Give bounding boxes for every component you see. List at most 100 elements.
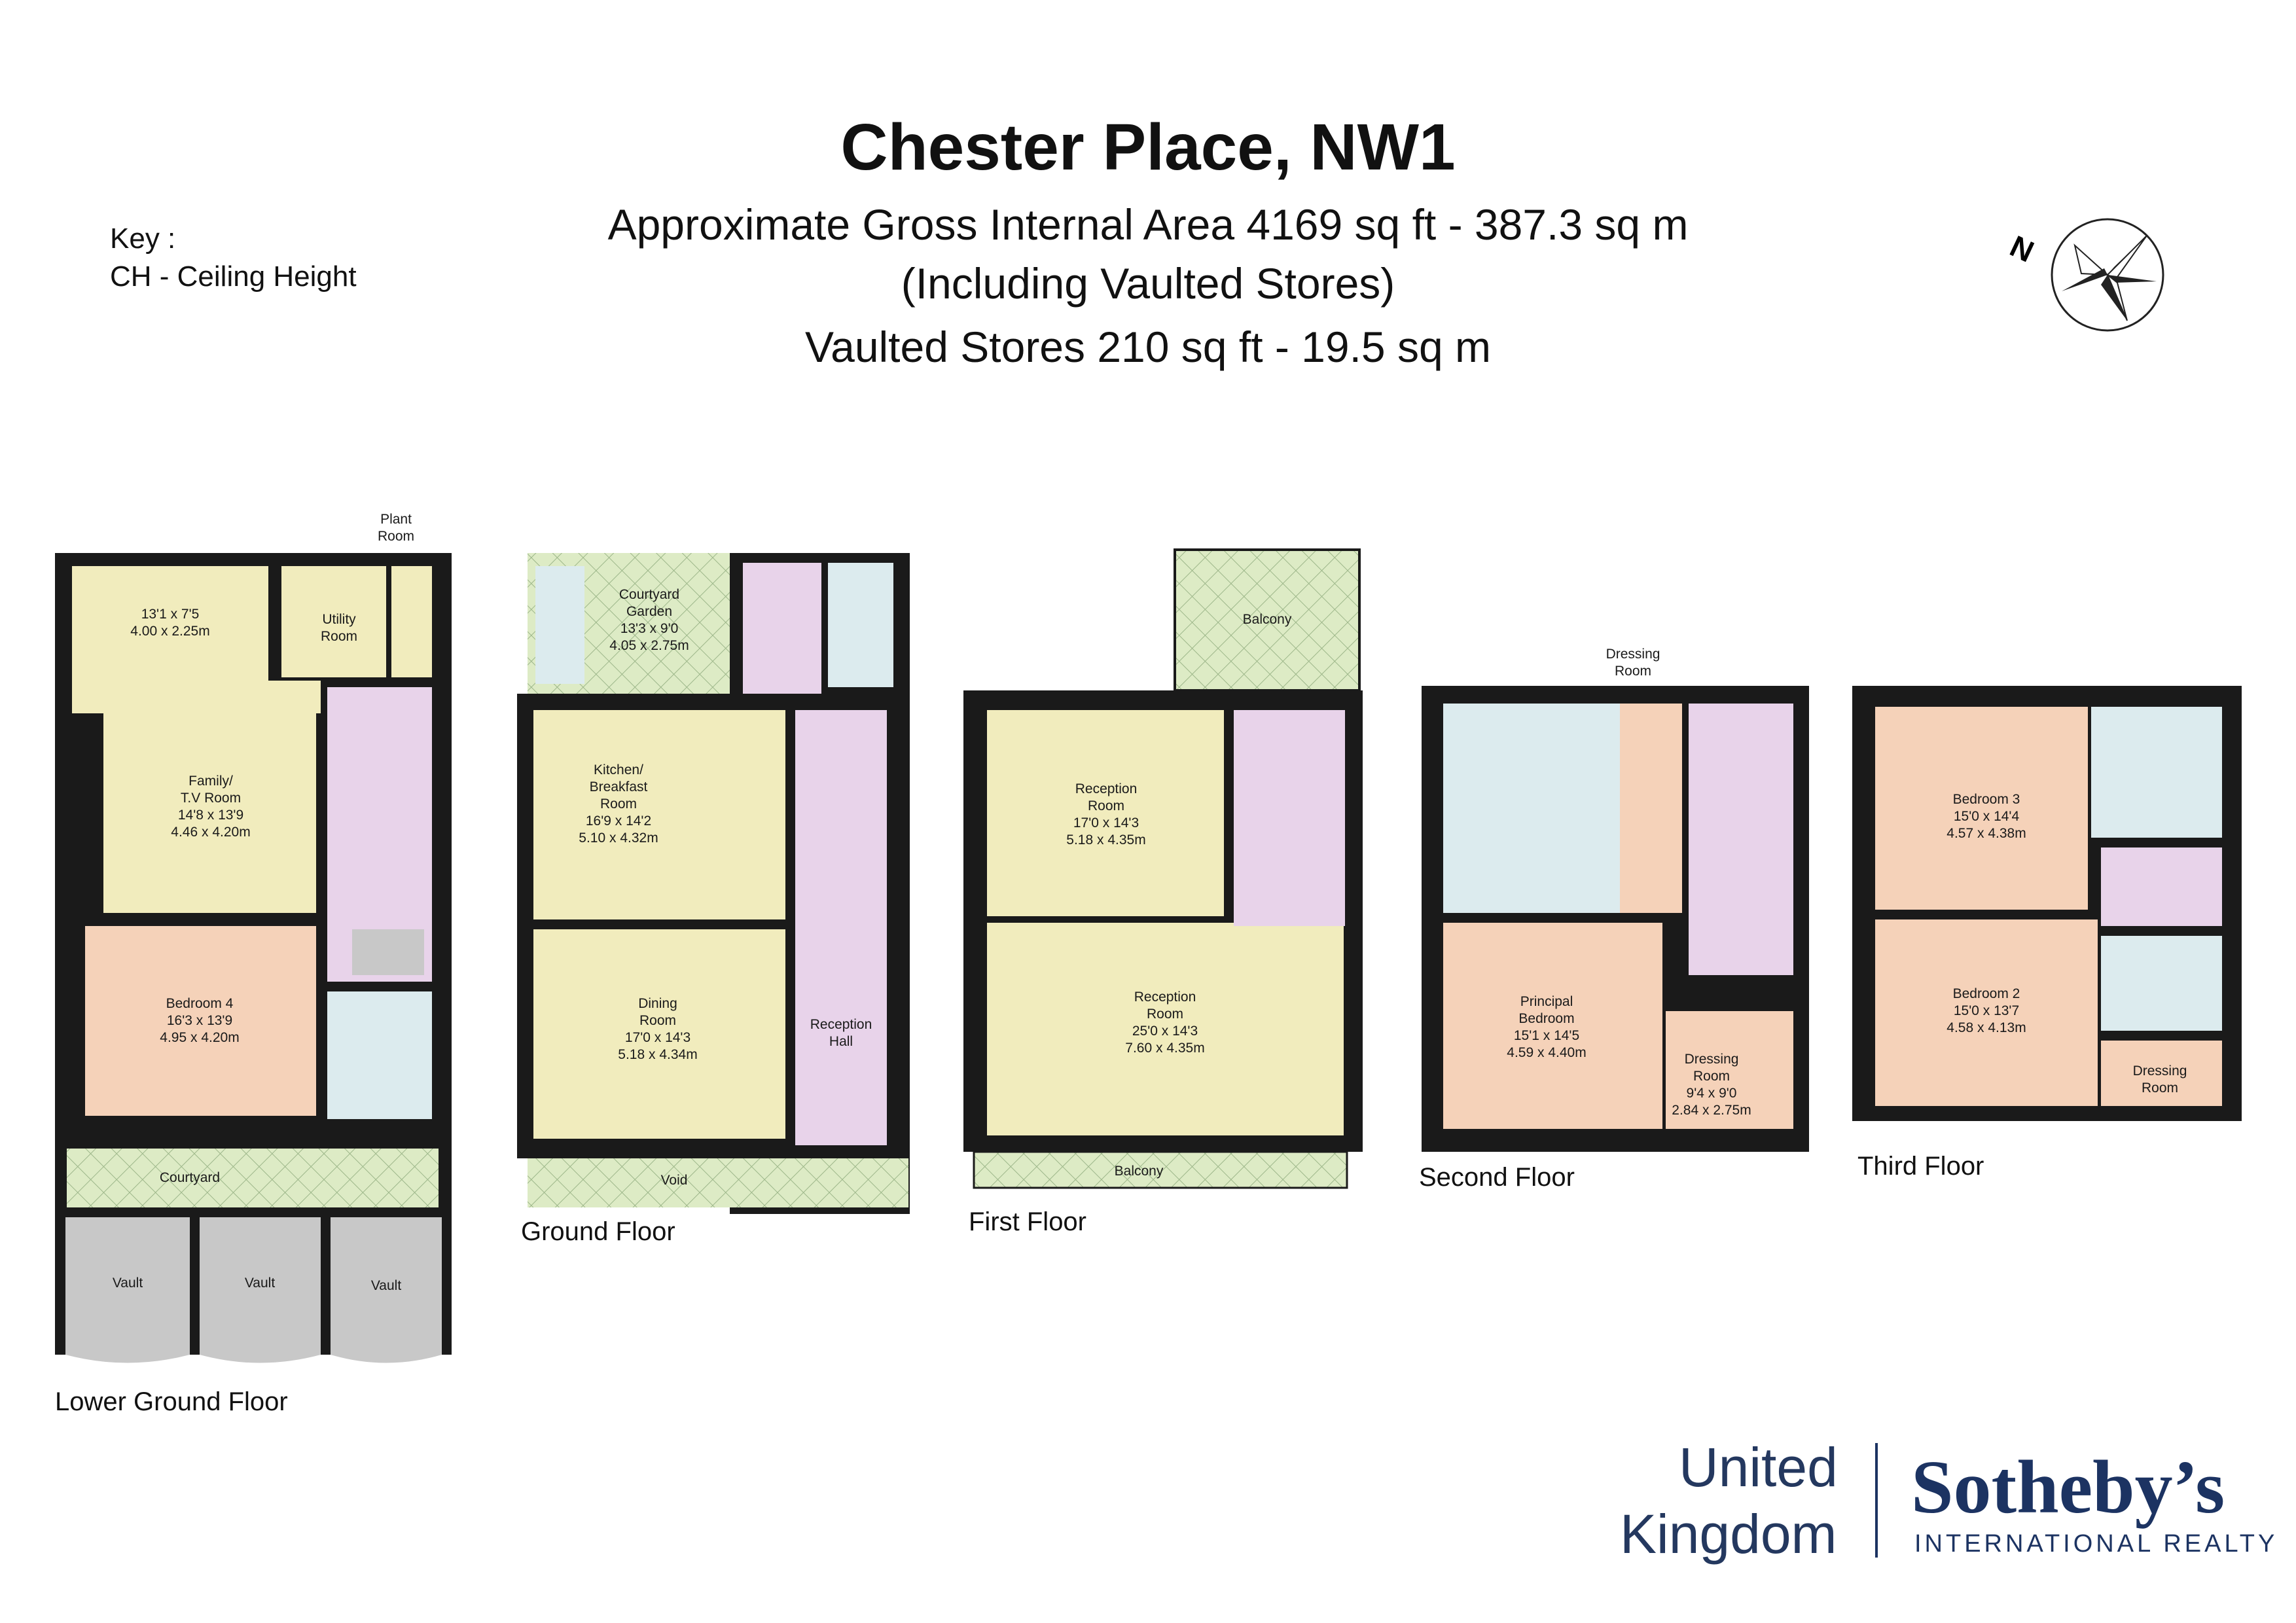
lg-room-top-dim-2: 4.00 x 2.25m: [130, 624, 209, 639]
sf-dressing-top: [1620, 704, 1682, 913]
compass-rose-icon: N: [1996, 209, 2179, 340]
ff-reception2-label-2: Room: [1147, 1007, 1183, 1022]
lg-room-top-dim-1: 13'1 x 7'5: [141, 607, 200, 622]
tf-bedroom3-label-3: 4.57 x 4.38m: [1946, 826, 2026, 841]
ff-stair-hall: [1234, 710, 1345, 926]
ff-balcony-front-label: Balcony: [1115, 1164, 1164, 1179]
lg-vault-label-2: Vault: [245, 1275, 275, 1291]
sf-floor-label: Second Floor: [1419, 1163, 1575, 1192]
sf-dressing-label-1: Dressing: [1685, 1052, 1739, 1067]
gf-dining-label-4: 5.18 x 4.34m: [618, 1047, 697, 1062]
tf-bedroom2-label-2: 15'0 x 13'7: [1954, 1003, 2019, 1018]
gf-kitchen-label-3: Room: [600, 796, 637, 812]
tf-floor-label: Third Floor: [1857, 1152, 1984, 1181]
lg-plant-room-label-2: Room: [378, 529, 414, 544]
gf-garden-label-1: Courtyard: [619, 587, 679, 602]
sf-principal-bedroom: [1443, 923, 1662, 1129]
lg-courtyard: [67, 1149, 439, 1207]
ff-reception2-label-4: 7.60 x 4.35m: [1125, 1041, 1204, 1056]
vaulted-line: Vaulted Stores 210 sq ft - 19.5 sq m: [804, 323, 1491, 371]
lg-family-room: [103, 713, 316, 913]
sf-bathroom: [1443, 704, 1620, 913]
lg-floor-label: Lower Ground Floor: [55, 1387, 288, 1416]
tf-stair-hall: [2101, 847, 2222, 926]
lg-utility-room: [281, 566, 386, 677]
tf-shower-room: [2101, 936, 2222, 1031]
lg-utility-label-1: Utility: [322, 612, 356, 627]
sf-stair-hall: [1689, 704, 1793, 975]
ground-floor-plan: Courtyard Garden 13'3 x 9'0 4.05 x 2.75m…: [517, 553, 910, 1246]
lg-plant-room-label-1: Plant: [380, 512, 412, 527]
ff-reception2-label-3: 25'0 x 14'3: [1132, 1024, 1198, 1039]
ff-reception2-label-1: Reception: [1134, 990, 1196, 1005]
gf-kitchen-label-4: 16'9 x 14'2: [586, 813, 651, 829]
gf-garden-label-3: 13'3 x 9'0: [620, 621, 679, 636]
lg-vault-label-1: Vault: [113, 1275, 143, 1291]
brand-realty: INTERNATIONAL REALTY: [1914, 1530, 2278, 1558]
lg-family-label-3: 14'8 x 13'9: [178, 808, 243, 823]
sf-principal-label-3: 15'1 x 14'5: [1514, 1028, 1579, 1043]
page-title: Chester Place, NW1: [840, 111, 1456, 184]
tf-bedroom2-label-1: Bedroom 2: [1953, 986, 2020, 1001]
ff-balcony-rear-label: Balcony: [1243, 612, 1292, 627]
sf-principal-label-4: 4.59 x 4.40m: [1507, 1045, 1586, 1060]
brand-united: United: [1679, 1436, 1838, 1498]
gf-void: [528, 1158, 792, 1207]
gf-void-label: Void: [661, 1173, 688, 1188]
sf-principal-label-2: Bedroom: [1518, 1011, 1574, 1026]
ff-reception1-label-3: 17'0 x 14'3: [1073, 815, 1139, 830]
tf-bathroom: [2091, 707, 2222, 838]
ff-reception1-label-4: 5.18 x 4.35m: [1066, 832, 1145, 847]
tf-bedroom3-label-1: Bedroom 3: [1953, 792, 2020, 807]
gf-dining-label-3: 17'0 x 14'3: [625, 1030, 691, 1045]
lg-bedroom4-label-3: 4.95 x 4.20m: [160, 1030, 239, 1045]
lower-ground-floor-plan: Plant Room 13'1 x 7'5 4.00 x 2.25m Utili…: [55, 512, 452, 1416]
ff-balcony-front: [973, 1150, 1348, 1189]
lg-vault-label-3: Vault: [371, 1278, 401, 1293]
ff-reception1-label-2: Room: [1088, 798, 1124, 813]
sf-principal-label-1: Principal: [1520, 994, 1573, 1009]
gf-kitchen: [533, 710, 785, 919]
lg-room-top: [72, 566, 268, 684]
first-floor-plan: Balcony Reception Room 17'0 x 14'3 5.18 …: [963, 548, 1363, 1236]
lg-family-label-2: T.V Room: [181, 791, 241, 806]
ff-floor-label: First Floor: [969, 1207, 1086, 1236]
gf-dining-label-2: Room: [639, 1013, 676, 1028]
tf-bedroom-3: [1875, 707, 2088, 910]
lg-bedroom-4: [85, 926, 316, 1116]
tf-dressing-label-2: Room: [2142, 1080, 2178, 1096]
gf-hall-label-1: Reception: [810, 1017, 872, 1032]
lg-bedroom4-label-2: 16'3 x 13'9: [167, 1013, 232, 1028]
lg-bedroom4-label-1: Bedroom 4: [166, 996, 234, 1011]
tf-bedroom-2: [1875, 919, 2098, 1106]
third-floor-plan: Bedroom 3 15'0 x 14'4 4.57 x 4.38m Bedro…: [1852, 686, 2242, 1181]
tf-dressing-label-1: Dressing: [2133, 1063, 2187, 1079]
sf-dressing-label-2: Room: [1693, 1069, 1730, 1084]
key-line: CH - Ceiling Height: [110, 260, 357, 293]
lg-plant-room: [391, 566, 432, 677]
gf-floor-label: Ground Floor: [521, 1217, 675, 1246]
gf-wc: [828, 563, 893, 687]
lg-courtyard-label: Courtyard: [160, 1170, 220, 1185]
sf-dressing-label-3: 9'4 x 9'0: [1687, 1086, 1737, 1101]
ff-reception-room-1: [987, 710, 1224, 916]
gf-hall-label-2: Hall: [829, 1034, 853, 1049]
gf-dining-room: [533, 929, 785, 1139]
lg-vault-2: [200, 1217, 321, 1363]
tf-dressing-room: [2101, 1041, 2222, 1106]
header: Chester Place, NW1 Approximate Gross Int…: [0, 0, 2296, 393]
gf-garden-label-2: Garden: [626, 604, 672, 619]
brand-divider: [1875, 1443, 1878, 1558]
including-line: (Including Vaulted Stores): [901, 259, 1395, 308]
gf-kitchen-label-1: Kitchen/: [594, 762, 643, 777]
ff-balcony-rear: [1174, 548, 1361, 692]
ff-reception1-label-1: Reception: [1075, 781, 1138, 796]
gf-dining-label-1: Dining: [638, 996, 677, 1011]
gf-kitchen-label-2: Breakfast: [590, 779, 648, 794]
gf-reception-hall: [795, 710, 887, 1145]
lg-family-label-4: 4.46 x 4.20m: [171, 825, 250, 840]
second-floor-plan: Dressing Room Principal Bedroom 15'1 x 1…: [1419, 647, 1809, 1192]
area-line: Approximate Gross Internal Area 4169 sq …: [607, 200, 1689, 249]
gf-kitchen-label-5: 5.10 x 4.32m: [579, 830, 658, 846]
lg-vault-1: [65, 1217, 190, 1363]
